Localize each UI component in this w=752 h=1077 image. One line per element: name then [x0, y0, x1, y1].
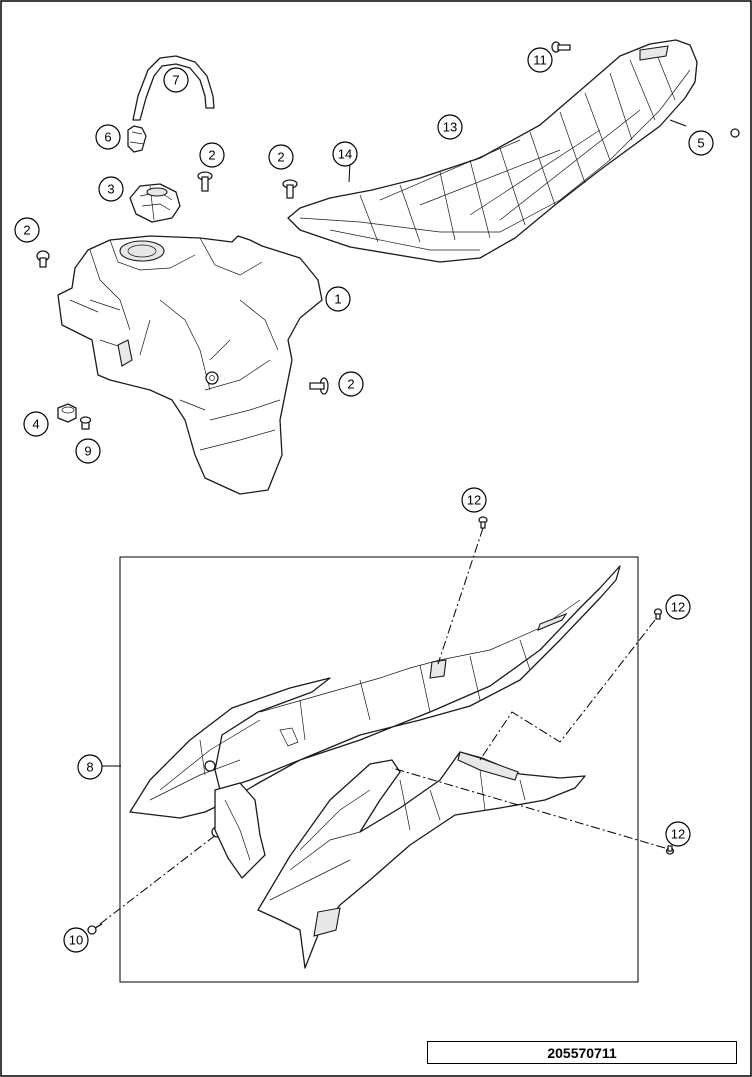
svg-text:2: 2: [277, 150, 284, 165]
svg-text:11: 11: [533, 53, 547, 68]
callout-6: 6: [95, 124, 121, 150]
screw-tank-top: [282, 179, 298, 199]
screw-set-2: [36, 171, 329, 395]
svg-text:8: 8: [86, 760, 93, 775]
callout-12b: 12: [665, 594, 691, 620]
callout-2b: 2: [268, 144, 294, 170]
svg-text:1: 1: [334, 292, 341, 307]
side-cover-lower: [257, 751, 586, 969]
callout-5: 5: [688, 130, 714, 156]
callout-8: 8: [77, 754, 103, 780]
svg-text:3: 3: [107, 182, 114, 197]
callout-2a: 2: [199, 142, 225, 168]
svg-text:4: 4: [32, 417, 39, 432]
spoiler-screw-12-bottom: [665, 845, 675, 855]
spoiler-screw-10: [87, 923, 103, 935]
screw-cap-top: [197, 171, 213, 192]
document-number: 205570711: [427, 1041, 737, 1064]
callout-2d: 2: [338, 371, 364, 397]
svg-text:13: 13: [443, 120, 457, 135]
spoiler-group-frame: [119, 556, 639, 983]
svg-text:9: 9: [84, 444, 91, 459]
svg-text:12: 12: [671, 600, 685, 615]
callout-1: 1: [325, 286, 351, 312]
callout-7: 7: [163, 67, 189, 93]
svg-text:2: 2: [347, 377, 354, 392]
svg-text:2: 2: [208, 148, 215, 163]
callout-14: 14: [332, 141, 358, 167]
leader-lines: [102, 119, 687, 767]
callout-4: 4: [23, 411, 49, 437]
spoiler-screw-12-right: [653, 608, 663, 620]
svg-text:10: 10: [69, 933, 83, 948]
assembly-lines: [99, 527, 666, 925]
callout-11: 11: [527, 47, 553, 73]
callout-3: 3: [98, 176, 124, 202]
fuel-cap: [129, 183, 181, 223]
callout-10: 10: [63, 927, 89, 953]
spoiler-screw-12-top: [478, 516, 488, 529]
callout-12a: 12: [461, 487, 487, 513]
callout-13: 13: [437, 114, 463, 140]
fuel-tank: [57, 235, 323, 495]
seat-bolt: [685, 125, 740, 138]
side-cover-upper: [129, 565, 621, 879]
callout-9: 9: [75, 438, 101, 464]
svg-text:14: 14: [338, 147, 352, 162]
svg-text:6: 6: [104, 130, 111, 145]
svg-text:2: 2: [23, 223, 30, 238]
bushing-screw: [79, 416, 92, 430]
screw-tank-left: [36, 250, 50, 268]
seat: [287, 39, 698, 263]
svg-text:7: 7: [172, 73, 179, 88]
callout-2c: 2: [14, 217, 40, 243]
svg-text:12: 12: [467, 493, 481, 508]
callout-12c: 12: [665, 821, 691, 847]
hose-clip: [127, 125, 147, 153]
breather-hose: [132, 55, 215, 121]
seat-screw: [551, 41, 571, 53]
svg-text:12: 12: [671, 827, 685, 842]
rubber-bushing: [57, 403, 77, 423]
screw-tank-side: [309, 377, 329, 395]
svg-text:5: 5: [697, 136, 704, 151]
